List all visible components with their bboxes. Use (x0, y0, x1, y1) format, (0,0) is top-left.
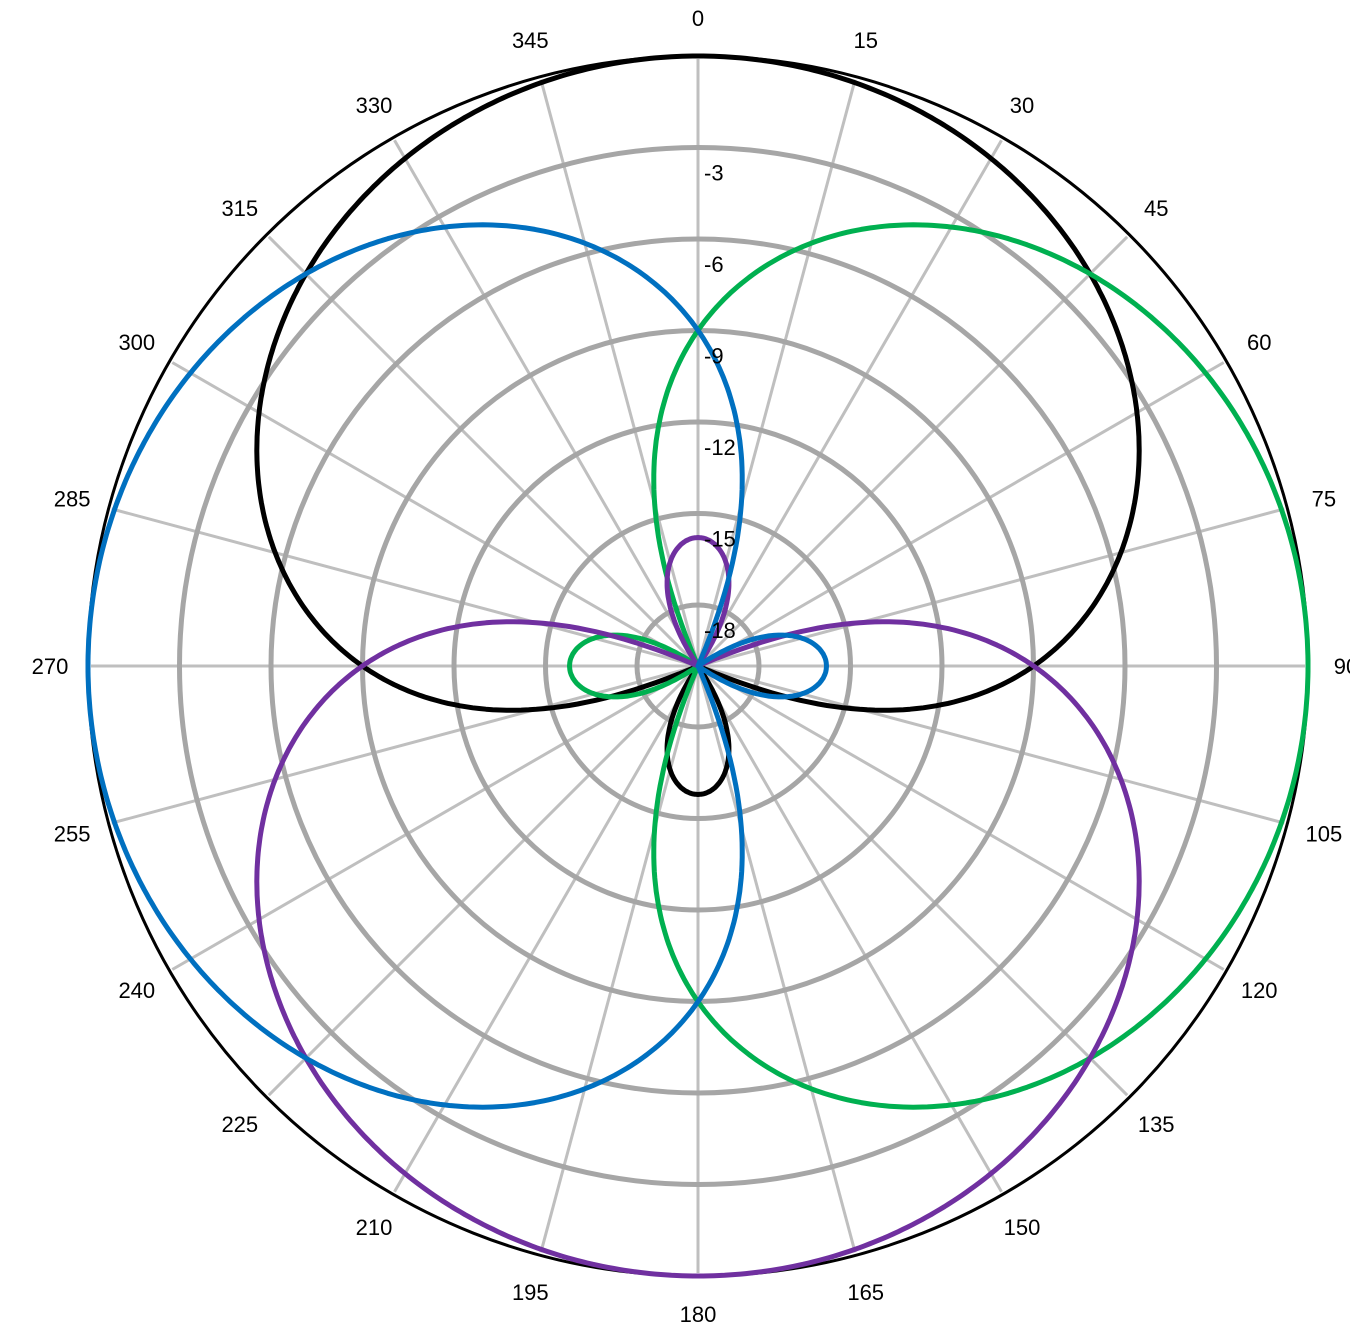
angle-tick-label: 300 (118, 330, 155, 355)
angle-tick-label: 225 (221, 1112, 258, 1137)
angle-tick-label: 75 (1312, 486, 1336, 511)
ring-gridline (177, 145, 1219, 1187)
series-green-curve (567, 222, 1311, 1110)
ring-gridline (634, 602, 762, 730)
angle-tick-label: 150 (1004, 1215, 1041, 1240)
radial-tick-label: -3 (704, 161, 724, 186)
radial-tick-label: -15 (704, 527, 736, 552)
spoke-gridline (696, 79, 857, 667)
angle-tick-label: 240 (118, 978, 155, 1003)
series-curves (85, 53, 1311, 1279)
spoke-gridline (697, 507, 1285, 668)
radial-tick-label: -18 (704, 618, 736, 643)
angle-tick-label: 120 (1241, 978, 1278, 1003)
spoke-gridline (696, 664, 1129, 1097)
radial-tick-label: -9 (704, 344, 724, 369)
angle-tick-label: 30 (1010, 93, 1034, 118)
ring-gridline (451, 419, 945, 913)
angle-tick-label: 45 (1144, 196, 1168, 221)
spoke-gridline (111, 664, 699, 825)
spoke-gridline (171, 664, 699, 971)
angle-tick-label: 15 (853, 28, 877, 53)
spoke-gridline (539, 79, 700, 667)
angle-tick-label: 135 (1138, 1112, 1175, 1137)
spoke-gridline (697, 664, 1225, 971)
spoke-gridline (267, 664, 700, 1097)
angle-tick-label: 315 (221, 196, 258, 221)
angle-tick-label: 270 (32, 654, 69, 679)
spoke-gridline (267, 235, 700, 668)
ring-gridline (268, 236, 1128, 1096)
ring-gridline (543, 511, 853, 821)
spoke-gridline (696, 665, 1003, 1193)
series-black-curve (254, 53, 1142, 797)
angle-tick-label: 345 (512, 28, 549, 53)
spoke-gridline (697, 664, 1285, 825)
angle-tick-label: 285 (54, 486, 91, 511)
angle-tick-label: 60 (1247, 330, 1271, 355)
angle-tick-label: 210 (356, 1215, 393, 1240)
radial-tick-label: -6 (704, 252, 724, 277)
spoke-gridline (696, 235, 1129, 668)
spoke-gridline (539, 665, 700, 1253)
spoke-gridline (697, 361, 1225, 668)
angle-tick-label: 165 (847, 1280, 884, 1305)
spoke-gridline (696, 139, 1003, 667)
spoke-gridline (696, 665, 857, 1253)
angle-tick-label: 180 (680, 1302, 717, 1325)
angle-tick-label: 0 (692, 6, 704, 31)
series-blue-curve (85, 222, 829, 1110)
spoke-gridline (111, 507, 699, 668)
angle-tick-label: 255 (54, 822, 91, 847)
angle-tick-label: 330 (356, 93, 393, 118)
radial-tick-label: -12 (704, 435, 736, 460)
radial-tick-labels: -18 -15 -12 -9 -6 -3 (704, 161, 736, 644)
spoke-gridline (393, 665, 700, 1193)
spoke-gridline (171, 361, 699, 668)
angle-tick-label: 105 (1306, 822, 1343, 847)
angle-tick-labels: 0 15 30 45 60 75 90 105 120 135 150 165 180 195 210 225… (32, 6, 1350, 1325)
angle-tick-label: 90 (1334, 654, 1350, 679)
series-purple-curve (254, 535, 1142, 1279)
spoke-gridline (393, 139, 700, 667)
angle-tick-label: 195 (512, 1280, 549, 1305)
